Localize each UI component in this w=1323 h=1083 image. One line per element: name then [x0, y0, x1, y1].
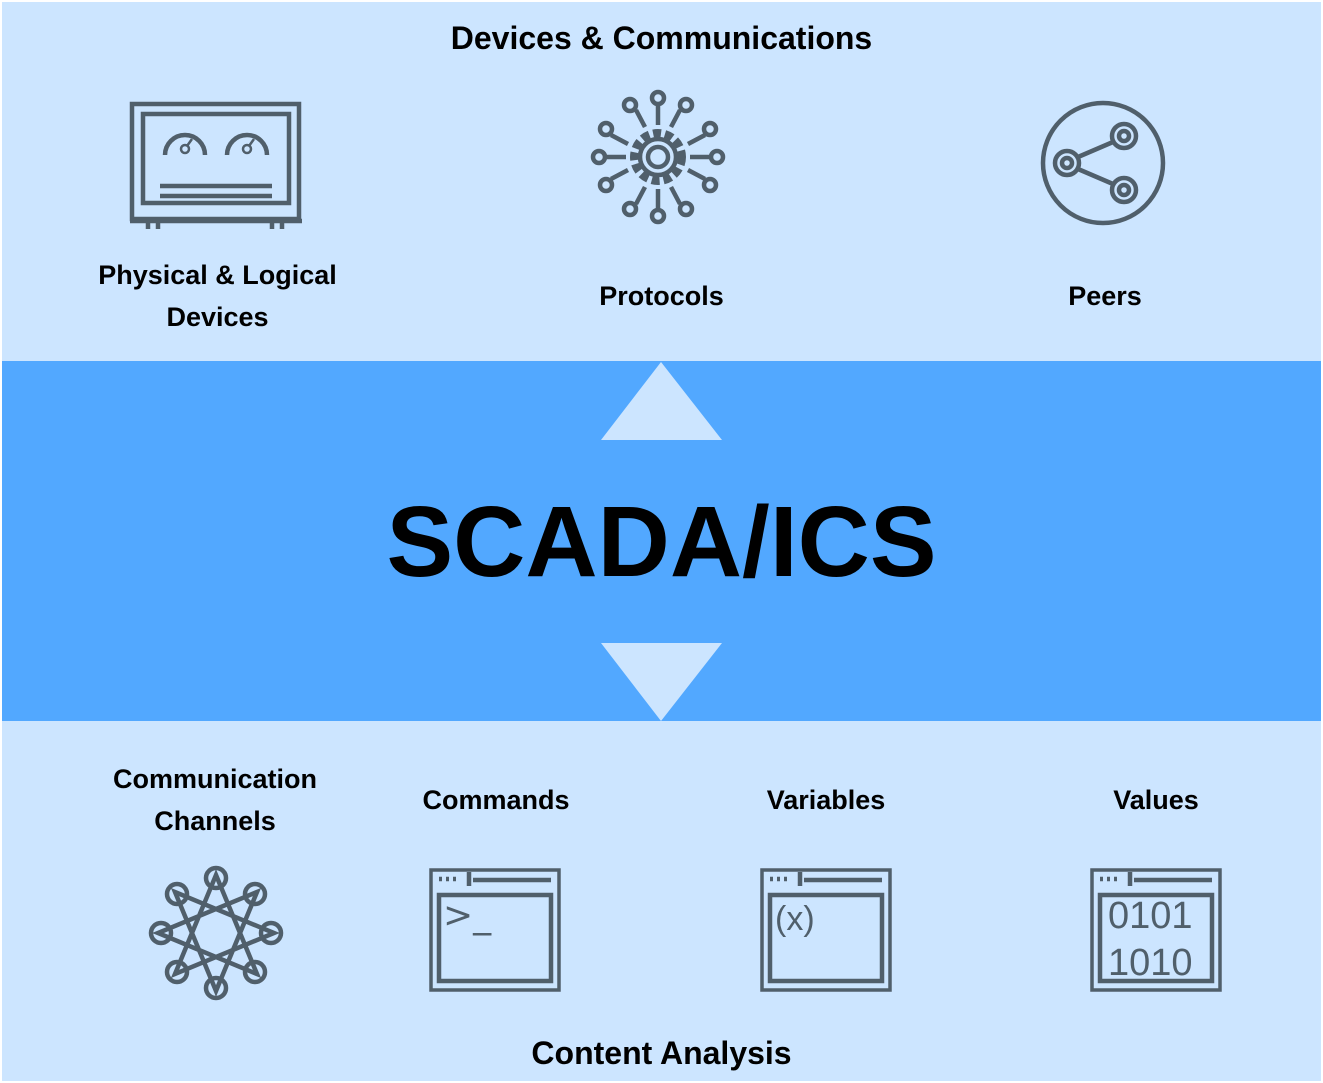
gear-network-icon [590, 89, 726, 225]
label-commands: Commands [422, 785, 570, 815]
label-variables: Variables [766, 785, 886, 815]
section-title-content-analysis: Content Analysis [531, 1035, 792, 1071]
devices-communications-section [2, 2, 1321, 361]
arrow-down-icon [601, 643, 722, 721]
binary-line: 1010 [1108, 942, 1193, 984]
section-title-devices: Devices & Communications [450, 20, 873, 56]
label-line: Physical & Logical [98, 260, 337, 290]
variable-glyph: (x) [775, 900, 815, 938]
monitor-gauges-icon [129, 101, 302, 229]
arrow-up-icon [601, 362, 722, 440]
label-communication-channels: Communication Channels [60, 758, 370, 842]
binary-window-icon [1090, 868, 1222, 992]
terminal-window-icon [429, 868, 561, 992]
binary-glyph: 0101 1010 [1108, 893, 1193, 987]
binary-line: 0101 [1108, 895, 1193, 937]
label-line: Communication [112, 764, 317, 794]
variable-window-icon [760, 868, 892, 992]
share-icon [1040, 100, 1166, 226]
label-values: Values [1113, 785, 1199, 815]
label-line: Channels [154, 806, 276, 836]
terminal-prompt-glyph: >_ [443, 895, 492, 936]
label-peers: Peers [1068, 281, 1142, 311]
scada-ics-title: SCADA/ICS [386, 486, 937, 598]
star-network-icon [148, 865, 284, 1001]
label-protocols: Protocols [599, 281, 724, 311]
label-physical-logical-devices: Physical & Logical Devices [40, 254, 395, 338]
label-line: Devices [166, 302, 269, 332]
